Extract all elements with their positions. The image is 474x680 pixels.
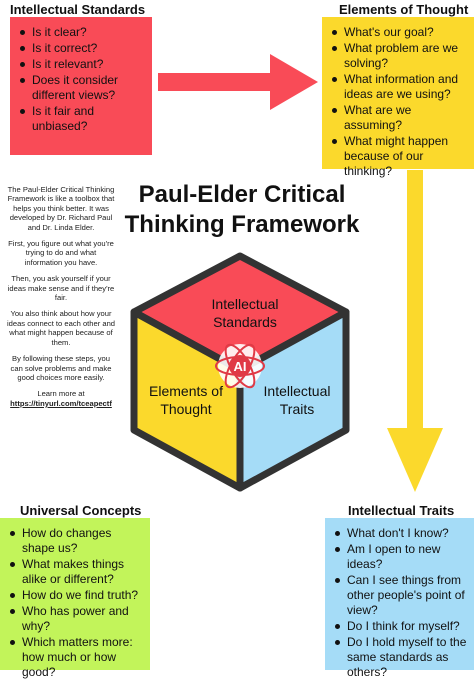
atom-icon: AI xyxy=(215,343,265,389)
universal-concepts-box: How do changes shape us? What makes thin… xyxy=(0,518,150,679)
description-paragraph: First, you figure out what you're trying… xyxy=(8,239,114,267)
list-item: Do I think for myself? xyxy=(333,619,468,634)
intellectual-standards-list: Is it clear? Is it correct? Is it releva… xyxy=(18,25,146,134)
intellectual-traits-title: Intellectual Traits xyxy=(348,503,455,518)
page-title: Paul-Elder Critical Thinking Framework xyxy=(118,180,366,240)
atom-logo-text: AI xyxy=(234,359,247,374)
list-item: Do I hold myself to the same standards a… xyxy=(333,635,468,680)
description-paragraph: The Paul-Elder Critical Thinking Framewo… xyxy=(7,185,115,232)
elements-of-thought-list: What's our goal? What problem are we sol… xyxy=(330,25,468,179)
elements-of-thought-box: What's our goal? What problem are we sol… xyxy=(322,17,474,178)
cube-right-face xyxy=(236,308,350,492)
list-item: How do we find truth? xyxy=(8,588,144,603)
description-paragraph: You also think about how your ideas conn… xyxy=(6,309,116,347)
list-item: Does it consider different views? xyxy=(18,73,146,103)
list-item: Is it correct? xyxy=(18,41,146,56)
framework-cube: AI xyxy=(130,252,350,492)
description-paragraph: Then, you ask yourself if your ideas mak… xyxy=(7,274,115,303)
description-paragraph: By following these steps, you can solve … xyxy=(10,354,112,382)
list-item: Is it fair and unbiased? xyxy=(18,104,146,134)
cube-label-standards: Intellectual Standards xyxy=(211,296,279,330)
list-item: Is it clear? xyxy=(18,25,146,40)
list-item: Is it relevant? xyxy=(18,57,146,72)
arrow-down-icon xyxy=(387,170,443,492)
list-item: Who has power and why? xyxy=(8,604,144,634)
intellectual-traits-box: What don't I know? Am I open to new idea… xyxy=(325,518,474,679)
list-item: How do changes shape us? xyxy=(8,526,144,556)
framework-description: The Paul-Elder Critical Thinking Framewo… xyxy=(6,185,116,408)
universal-concepts-list: How do changes shape us? What makes thin… xyxy=(8,526,144,680)
intellectual-standards-box: Is it clear? Is it correct? Is it releva… xyxy=(10,17,152,155)
list-item: What's our goal? xyxy=(330,25,468,40)
list-item: What might happen because of our thinkin… xyxy=(330,134,468,179)
cube-label-thought: Elements of Thought xyxy=(149,383,223,417)
learn-more-link[interactable]: https://tinyurl.com/tceapectf xyxy=(10,398,112,408)
list-item: Am I open to new ideas? xyxy=(333,542,468,572)
list-item: What makes things alike or different? xyxy=(8,557,144,587)
intellectual-traits-list: What don't I know? Am I open to new idea… xyxy=(333,526,468,680)
list-item: What don't I know? xyxy=(333,526,468,541)
list-item: Which matters more: how much or how good… xyxy=(8,635,144,680)
list-item: What information and ideas are we using? xyxy=(330,72,468,102)
title-line: Paul-Elder Critical xyxy=(138,181,346,208)
cube-label-traits: Intellectual Traits xyxy=(263,383,331,417)
list-item: What are we assuming? xyxy=(330,103,468,133)
list-item: What problem are we solving? xyxy=(330,41,468,71)
intellectual-standards-title: Intellectual Standards xyxy=(10,2,146,17)
title-line: Thinking Framework xyxy=(124,211,360,238)
learn-more-label: Learn more at xyxy=(37,389,85,399)
elements-of-thought-title: Elements of Thought xyxy=(339,2,469,17)
list-item: Can I see things from other people's poi… xyxy=(333,573,468,618)
arrow-right-icon xyxy=(158,54,318,110)
universal-concepts-title: Universal Concepts xyxy=(20,503,142,518)
